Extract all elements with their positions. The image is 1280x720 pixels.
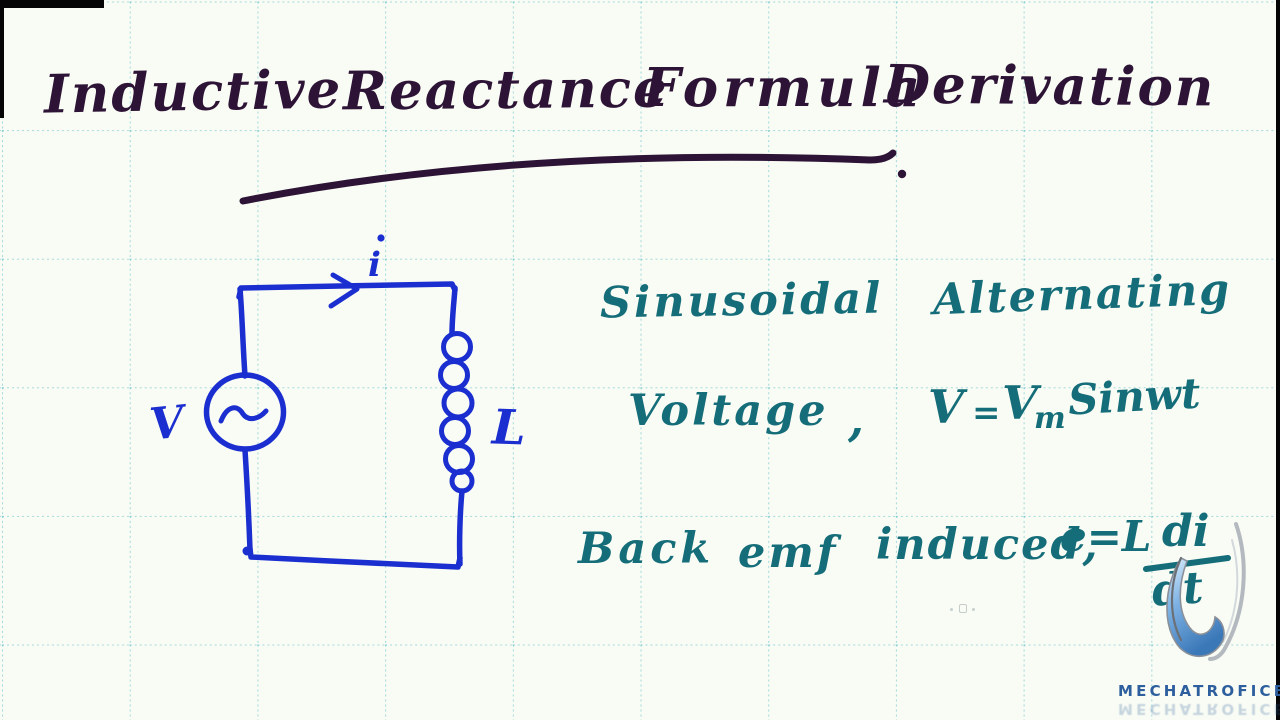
note-induced: induced, bbox=[876, 520, 1100, 570]
fraction-denominator: dt bbox=[1150, 562, 1205, 617]
source-voltage-label: V bbox=[147, 396, 187, 451]
title-word-reactance: Reactance bbox=[342, 57, 669, 123]
title-word-formula: Formula bbox=[643, 57, 926, 119]
note-comma: , bbox=[848, 392, 865, 446]
cursor-artifact bbox=[959, 604, 967, 613]
fraction-numerator: di bbox=[1162, 506, 1210, 557]
formula-vm-base: V bbox=[1002, 376, 1038, 430]
letterbox-right-strip bbox=[1276, 0, 1280, 720]
formula-vm-sub: m bbox=[1034, 401, 1066, 436]
note-back: Back bbox=[578, 524, 715, 574]
inductor-label: L bbox=[491, 399, 527, 457]
note-voltage: Voltage bbox=[628, 386, 829, 436]
logo-wordmark: MECHATROFICE bbox=[1118, 682, 1280, 700]
formula-e-eq-l: e=L bbox=[1060, 512, 1152, 561]
logo-wordmark-reflection: MECHATROFICE bbox=[1118, 700, 1280, 718]
formula-equals: = bbox=[972, 393, 1001, 433]
note-sinusoidal: Sinusoidal bbox=[599, 273, 884, 329]
formula-v: V bbox=[928, 380, 964, 434]
cursor-artifact-dot-left bbox=[950, 608, 953, 611]
note-emf: emf bbox=[738, 528, 839, 578]
formula-sinwt: Sinwt bbox=[1066, 368, 1202, 425]
current-label: i bbox=[368, 245, 381, 285]
letterbox-top-left bbox=[0, 0, 104, 8]
title-word-inductive: Inductive bbox=[43, 58, 343, 126]
note-alternating: Alternating bbox=[932, 264, 1232, 326]
letterbox-left-sliver bbox=[0, 0, 4, 118]
cursor-artifact-dot-right bbox=[972, 608, 975, 611]
title-word-derivation: Derivation bbox=[883, 53, 1216, 119]
